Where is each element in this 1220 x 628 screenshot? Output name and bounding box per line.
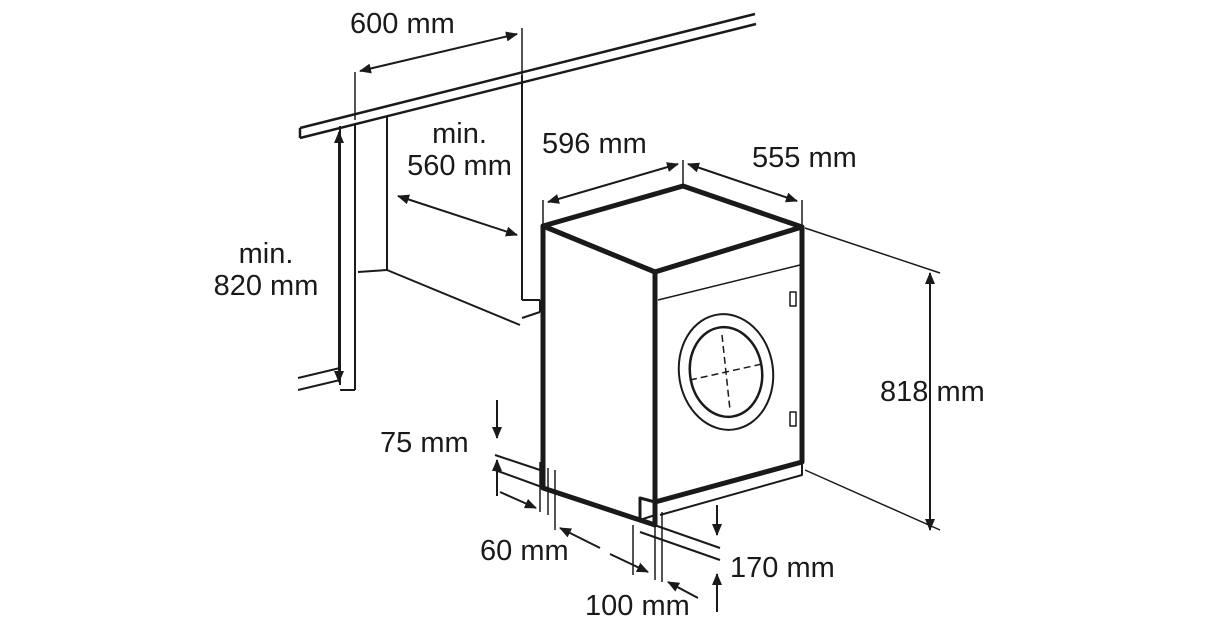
dim-100-arrow-left — [609, 553, 649, 573]
label-door-clearance-height: 170 mm — [730, 552, 835, 584]
door-porthole — [677, 313, 775, 431]
label-min-depth-line1: min. — [432, 118, 487, 150]
washing-machine — [540, 183, 805, 528]
dim-60-arrow-right — [559, 527, 601, 549]
label-plinth-height: 75 mm — [380, 427, 469, 459]
label-machine-depth: 555 mm — [752, 142, 857, 174]
label-min-height: min. 820 mm — [196, 238, 336, 303]
dimension-lines — [334, 28, 941, 612]
dim-555-arrow — [687, 162, 798, 203]
label-min-depth-line2: 560 mm — [407, 150, 512, 183]
label-machine-height: 818 mm — [880, 376, 985, 408]
machine-side — [540, 223, 658, 528]
label-plinth-recess: 60 mm — [480, 535, 569, 567]
dim-560-arrow — [397, 194, 518, 237]
label-min-height-line2: 820 mm — [213, 270, 319, 303]
worktop — [298, 12, 757, 140]
label-min-depth: min. 560 mm — [392, 118, 527, 183]
label-door-clearance-depth: 100 mm — [585, 590, 690, 622]
floor-lines — [297, 367, 721, 561]
dim-60-arrow-left — [499, 491, 537, 509]
dim-600-arrow — [359, 31, 518, 74]
dim-596-arrow — [547, 162, 679, 204]
dim-100-arrow-right — [667, 581, 699, 599]
label-min-height-line1: min. — [238, 238, 294, 270]
machine-front — [652, 224, 805, 505]
label-niche-width: 600 mm — [350, 8, 455, 40]
label-machine-width: 596 mm — [542, 128, 647, 160]
